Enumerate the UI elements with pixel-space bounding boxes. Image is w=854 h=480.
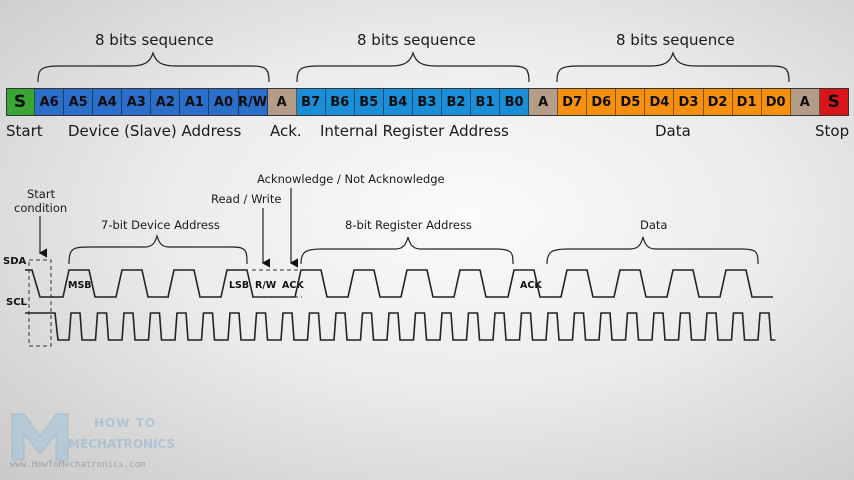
bit-cell-dev: A5 xyxy=(64,88,94,116)
sda-waveform xyxy=(25,269,773,298)
signal-label-sda: SDA xyxy=(3,256,27,267)
annotation-ack-nack: Acknowledge / Not Acknowledge xyxy=(257,172,445,186)
brace-data xyxy=(556,51,790,83)
brace-data xyxy=(546,236,759,265)
bit-cell-dev: A0 xyxy=(209,88,239,116)
bit-cell-reg: B1 xyxy=(471,88,501,116)
logo-m-icon xyxy=(11,413,69,461)
bit-cell-dev: A2 xyxy=(151,88,181,116)
brace-8bit-register-address xyxy=(300,236,514,265)
scl-waveform xyxy=(25,312,776,341)
brace-label-data: 8 bits sequence xyxy=(616,31,735,49)
annotation-register-address: 8-bit Register Address xyxy=(345,218,472,232)
bit-cell-data: D5 xyxy=(616,88,646,116)
label-ack: Ack. xyxy=(270,122,302,140)
bit-tag-ack-2: ACK xyxy=(520,280,542,291)
brace-label-register: 8 bits sequence xyxy=(357,31,476,49)
bit-cell-ack: A xyxy=(529,88,559,116)
annotation-data: Data xyxy=(640,218,668,232)
annotation-device-address: 7-bit Device Address xyxy=(101,218,220,232)
bit-tag-rw: R/W xyxy=(255,280,277,291)
logo-line1: HOW TO xyxy=(94,416,157,430)
dashed-box-rw xyxy=(252,269,277,298)
brace-7bit-device-address xyxy=(68,233,248,265)
bit-tag-ack-1: ACK xyxy=(282,280,304,291)
bit-cell-data: D4 xyxy=(645,88,675,116)
dashed-box-ack xyxy=(280,269,302,298)
bit-cell-reg: B7 xyxy=(296,88,326,116)
bit-cell-ack: A xyxy=(267,88,297,116)
bit-cell-reg: B2 xyxy=(441,88,471,116)
bit-cell-data: D0 xyxy=(761,88,791,116)
bit-cell-reg: B5 xyxy=(354,88,384,116)
bit-cell-start: S xyxy=(6,88,36,116)
bit-cell-dev: A1 xyxy=(180,88,210,116)
bit-cell-data: D7 xyxy=(558,88,588,116)
label-start: Start xyxy=(6,122,43,140)
logo-url: www.HowToMechatronics.com xyxy=(10,460,146,470)
bit-tag-lsb: LSB xyxy=(229,280,250,291)
logo-line2: MECHATRONICS xyxy=(68,437,176,451)
bit-cell-dev: A6 xyxy=(35,88,65,116)
signal-label-scl: SCL xyxy=(6,297,27,308)
label-stop: Stop xyxy=(815,122,850,140)
bit-cell-dev: R/W xyxy=(238,88,268,116)
bit-cell-data: D1 xyxy=(732,88,762,116)
bit-cell-dev: A4 xyxy=(93,88,123,116)
dashed-box-start-condition xyxy=(28,259,52,347)
brace-device xyxy=(37,51,270,83)
annotation-read-write: Read / Write xyxy=(211,192,282,206)
bit-cell-dev: A3 xyxy=(122,88,152,116)
bit-cell-data: D3 xyxy=(674,88,704,116)
annotation-start-condition-2: condition xyxy=(14,201,68,215)
annotation-start-condition-1: Start xyxy=(27,187,56,201)
watermark-logo: HOW TO MECHATRONICS www.HowToMechatronic… xyxy=(10,410,175,472)
brace-register xyxy=(296,51,530,83)
bit-cell-reg: B0 xyxy=(500,88,530,116)
brace-label-device: 8 bits sequence xyxy=(95,31,214,49)
label-data: Data xyxy=(655,122,691,140)
bit-cell-data: D6 xyxy=(587,88,617,116)
label-register-address: Internal Register Address xyxy=(320,122,509,140)
bit-cell-reg: B4 xyxy=(383,88,413,116)
bit-cell-reg: B3 xyxy=(412,88,442,116)
label-device-address: Device (Slave) Address xyxy=(68,122,242,140)
bit-cell-ack: A xyxy=(790,88,820,116)
bit-cell-data: D2 xyxy=(703,88,733,116)
bit-tag-msb: MSB xyxy=(68,280,92,291)
bit-cell-reg: B6 xyxy=(325,88,355,116)
